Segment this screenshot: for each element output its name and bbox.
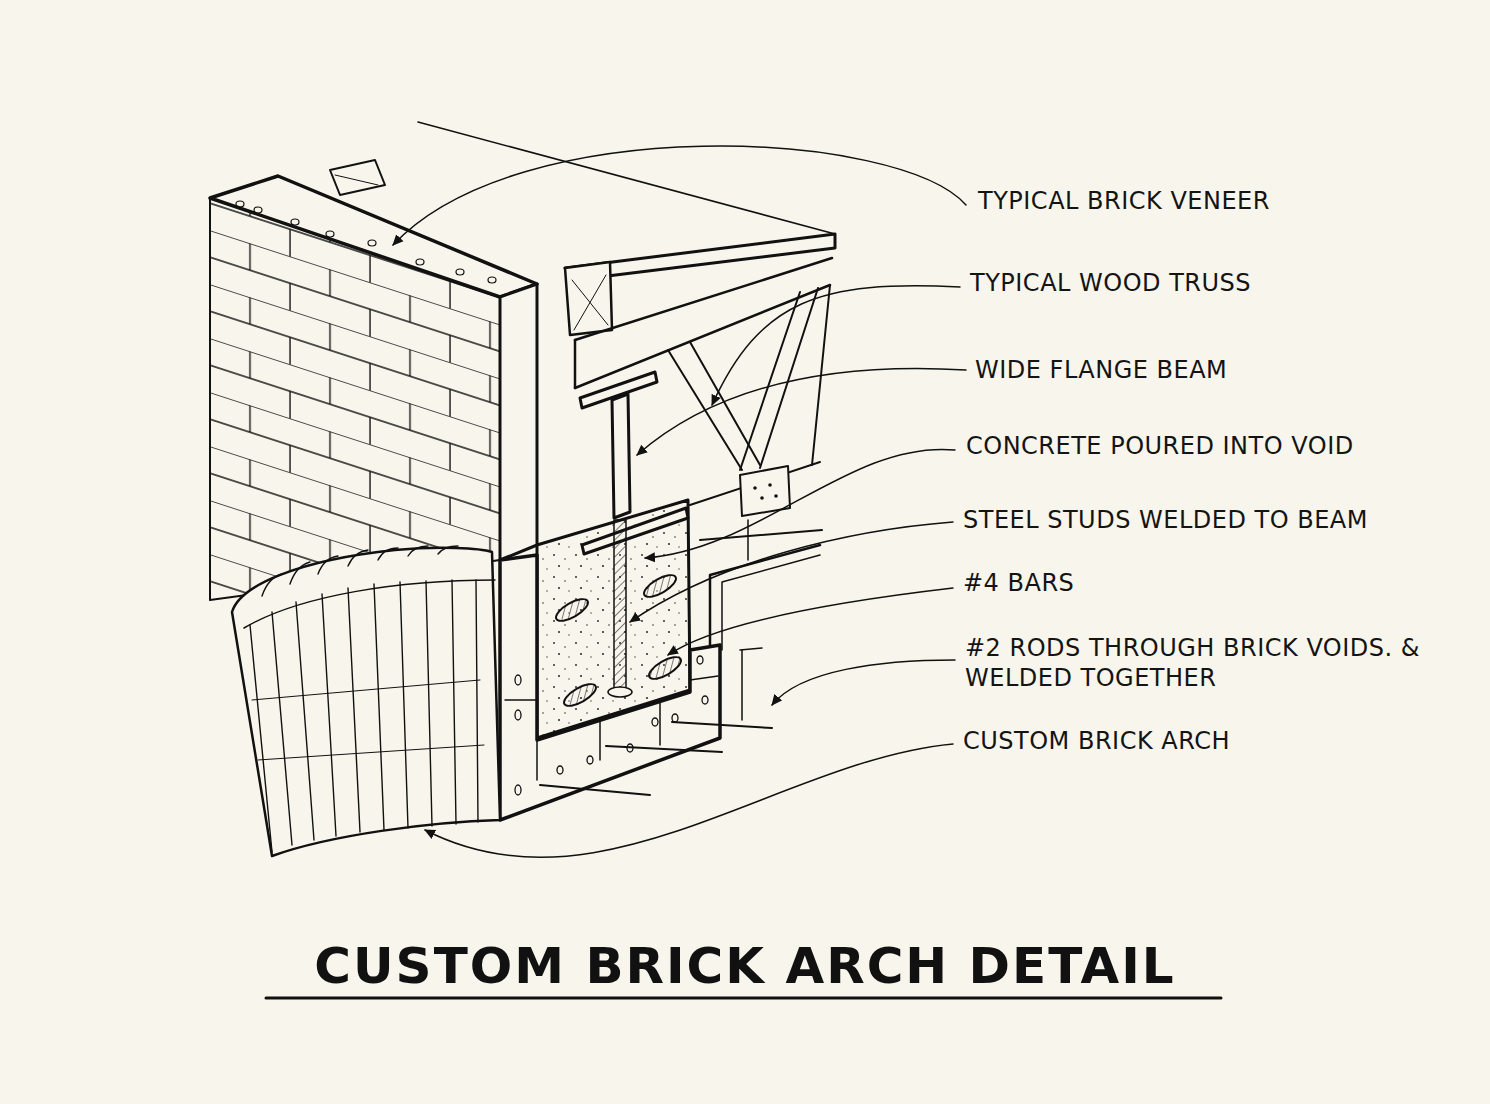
callout-label: TYPICAL BRICK VENEER <box>978 186 1270 216</box>
callout-label: WIDE FLANGE BEAM <box>975 355 1227 385</box>
callout-label: CONCRETE POURED INTO VOID <box>966 431 1354 461</box>
callout-label: STEEL STUDS WELDED TO BEAM <box>963 505 1368 535</box>
diagram-title: CUSTOM BRICK ARCH DETAIL <box>0 936 1490 996</box>
callout-label: CUSTOM BRICK ARCH <box>963 726 1230 756</box>
callout-label: TYPICAL WOOD TRUSS <box>970 268 1251 298</box>
callout-label: #2 RODS THROUGH BRICK VOIDS. & WELDED TO… <box>965 633 1465 693</box>
callout-label: #4 BARS <box>963 568 1074 598</box>
